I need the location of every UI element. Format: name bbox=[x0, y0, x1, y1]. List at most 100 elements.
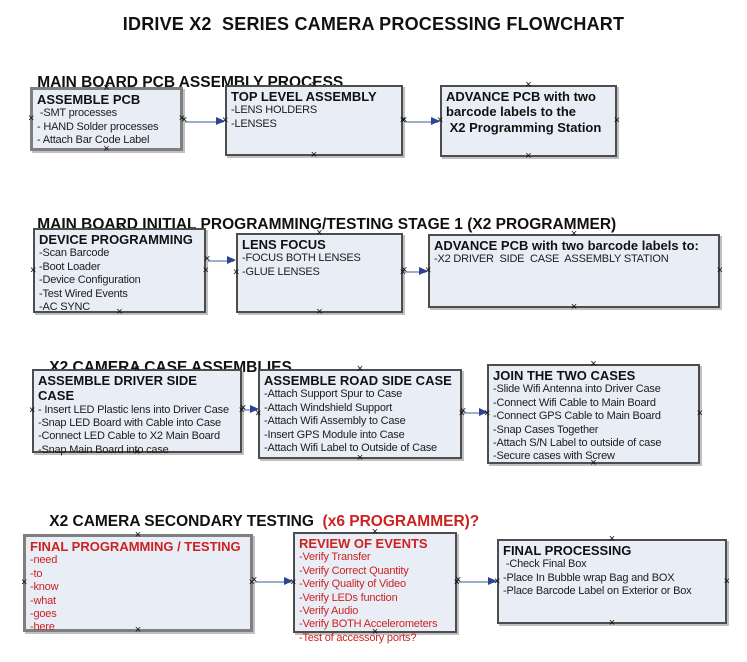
connection-point-marker: × bbox=[30, 264, 37, 276]
connection-point-marker: × bbox=[310, 149, 318, 161]
box-item: -Attach Support Spur to Case bbox=[264, 388, 403, 401]
box-item: -to bbox=[30, 567, 43, 580]
connector-arrow bbox=[181, 115, 225, 126]
box-title: REVIEW OF EVENTS bbox=[299, 536, 428, 551]
box-items: - Insert LED Plastic lens into Driver Ca… bbox=[38, 404, 236, 458]
flow-box-review-of-events: REVIEW OF EVENTS -Verify Transfer-Verify… bbox=[290, 527, 460, 644]
box-item: -here bbox=[30, 621, 55, 634]
connection-point-marker: × bbox=[613, 114, 620, 127]
box-item: -SMT processes bbox=[37, 107, 117, 120]
connector-arrow bbox=[460, 406, 488, 417]
box-title: ASSEMBLE ROAD SIDE CASE bbox=[264, 373, 452, 388]
flow-box-join-the-two-cases: JOIN THE TWO CASES -Slide Wifi Antenna i… bbox=[484, 359, 703, 469]
box-items: -FOCUS BOTH LENSES-GLUE LENSES bbox=[242, 252, 397, 279]
box-item: -Check Final Box bbox=[503, 558, 587, 571]
connection-point-marker: × bbox=[28, 112, 35, 125]
flow-box-advance-pcb-driver-side: ADVANCE PCB with two barcode labels to: … bbox=[425, 229, 723, 313]
connector-arrow bbox=[401, 265, 428, 276]
box-item: -Device Configuration bbox=[39, 274, 141, 287]
flow-box-final-programming-testing: FINAL PROGRAMMING / TESTING -need-to-kno… bbox=[21, 530, 255, 636]
box-title: ASSEMBLE DRIVER SIDE CASE bbox=[38, 373, 201, 404]
box-title: DEVICE PROGRAMMING bbox=[39, 232, 193, 247]
box-title: FINAL PROCESSING bbox=[503, 543, 632, 558]
box-items: -Check Final Box-Place In Bubble wrap Ba… bbox=[503, 558, 721, 598]
box-item: -Verify Transfer bbox=[299, 551, 371, 564]
box-item: -goes bbox=[30, 607, 57, 620]
connection-point-marker: × bbox=[608, 617, 616, 629]
box-items: -LENS HOLDERS-LENSES bbox=[231, 104, 397, 131]
box-items: -Scan Barcode-Boot Loader-Device Configu… bbox=[39, 247, 200, 314]
connection-point-marker: × bbox=[525, 150, 532, 162]
connection-point-marker: × bbox=[316, 306, 323, 318]
section-heading-red-text: (x6 PROGRAMMER)? bbox=[318, 513, 480, 530]
flow-box-assemble-pcb: ASSEMBLE PCB -SMT processes- HAND Solder… bbox=[28, 83, 185, 155]
flow-box-device-programming: DEVICE PROGRAMMING -Scan Barcode-Boot Lo… bbox=[30, 223, 209, 318]
connection-point-marker: × bbox=[723, 575, 730, 587]
connection-point-marker: × bbox=[570, 301, 578, 313]
section-heading-secondary-testing: X2 CAMERA SECONDARY TESTING (x6 PROGRAMM… bbox=[32, 495, 479, 549]
box-item: -X2 DRIVER SIDE CASE ASSEMBLY STATION bbox=[434, 253, 669, 266]
page-title: IDRIVE X2 SERIES CAMERA PROCESSING FLOWC… bbox=[122, 14, 625, 34]
box-items: -SMT processes- HAND Solder processes- A… bbox=[37, 107, 176, 147]
box-item: - HAND Solder processes bbox=[37, 120, 159, 133]
box-title: ASSEMBLE PCB bbox=[37, 92, 141, 107]
box-item: -Test Wired Events bbox=[39, 287, 128, 300]
box-item: -AC SYNC bbox=[39, 300, 90, 313]
connection-point-marker: × bbox=[202, 264, 209, 276]
box-item: - Attach Bar Code Label bbox=[37, 134, 150, 147]
connection-point-marker: × bbox=[29, 404, 36, 417]
box-item: -Slide Wifi Antenna into Driver Case bbox=[493, 383, 661, 396]
section-heading-text: X2 CAMERA SECONDARY TESTING bbox=[49, 513, 319, 530]
flow-box-final-processing: FINAL PROCESSING -Check Final Box-Place … bbox=[494, 534, 730, 629]
box-item: - Insert LED Plastic lens into Driver Ca… bbox=[38, 403, 229, 416]
box-item: -Place Barcode Label on Exterior or Box bbox=[503, 585, 692, 598]
box-items: -Slide Wifi Antenna into Driver Case-Con… bbox=[493, 383, 694, 463]
box-item: -Snap Main Board into case bbox=[38, 443, 169, 456]
box-item: -need bbox=[30, 554, 58, 567]
box-items: -Verify Transfer-Verify Correct Quantity… bbox=[299, 551, 451, 645]
box-title: TOP LEVEL ASSEMBLY bbox=[231, 89, 377, 104]
box-item: -Verify Correct Quantity bbox=[299, 564, 409, 577]
box-items: -Attach Support Spur to Case-Attach Wind… bbox=[264, 388, 456, 455]
box-item: -LENS HOLDERS bbox=[231, 104, 318, 117]
box-item: -Connect GPS Cable to Main Board bbox=[493, 410, 661, 423]
flow-box-top-level-assembly: TOP LEVEL ASSEMBLY -LENS HOLDERS-LENSES … bbox=[222, 80, 406, 161]
box-item: -know bbox=[30, 581, 59, 594]
box-items: -need-to-know-what-goes-here bbox=[30, 554, 246, 634]
flow-box-assemble-driver-side-case: ASSEMBLE DRIVER SIDE CASE - Insert LED P… bbox=[29, 364, 245, 458]
box-item: -Test of accessory ports? bbox=[299, 631, 417, 644]
connector-arrow bbox=[240, 403, 259, 414]
box-item: -what bbox=[30, 594, 56, 607]
box-title: JOIN THE TWO CASES bbox=[493, 368, 636, 383]
box-item: -Attach Windshield Support bbox=[264, 401, 393, 414]
box-title: ADVANCE PCB with two barcode labels to: bbox=[434, 238, 699, 253]
box-title: LENS FOCUS bbox=[242, 237, 326, 252]
box-item: -Connect Wifi Cable to Main Board bbox=[493, 396, 656, 409]
connector-arrow bbox=[204, 254, 236, 265]
connector-arrow bbox=[455, 575, 497, 586]
box-item: -Scan Barcode bbox=[39, 247, 110, 260]
box-item: -FOCUS BOTH LENSES bbox=[242, 252, 361, 265]
box-item: -Attach Wifi Assembly to Case bbox=[264, 415, 406, 428]
box-item: -Place In Bubble wrap Bag and BOX bbox=[503, 571, 675, 584]
box-item: -Verify Quality of Video bbox=[299, 578, 406, 591]
box-item: -Attach Wifi Label to Outside of Case bbox=[264, 441, 437, 454]
box-item: -Verify Audio bbox=[299, 604, 359, 617]
box-item: -Connect LED Cable to X2 Main Board bbox=[38, 430, 220, 443]
box-item: -Verify BOTH Accelerometers bbox=[299, 618, 438, 631]
box-item: -Attach S/N Label to outside of case bbox=[493, 436, 662, 449]
flow-box-lens-focus: LENS FOCUS -FOCUS BOTH LENSES-GLUE LENSE… bbox=[233, 228, 406, 318]
box-items: -X2 DRIVER SIDE CASE ASSEMBLY STATION bbox=[434, 253, 714, 266]
box-item: -Secure cases with Screw bbox=[493, 450, 615, 463]
connection-point-marker: × bbox=[233, 266, 240, 279]
box-item: -Snap Cases Together bbox=[493, 423, 599, 436]
flow-box-assemble-road-side-case: ASSEMBLE ROAD SIDE CASE -Attach Support … bbox=[255, 364, 465, 464]
connector-arrow bbox=[401, 115, 440, 126]
connection-point-marker: × bbox=[696, 407, 703, 420]
box-item: -GLUE LENSES bbox=[242, 265, 320, 278]
connection-point-marker: × bbox=[716, 264, 723, 277]
connector-arrow bbox=[251, 575, 293, 586]
flow-box-advance-pcb-programming-station: ADVANCE PCB with two barcode labels to t… bbox=[437, 80, 620, 162]
box-item: -Boot Loader bbox=[39, 260, 101, 273]
